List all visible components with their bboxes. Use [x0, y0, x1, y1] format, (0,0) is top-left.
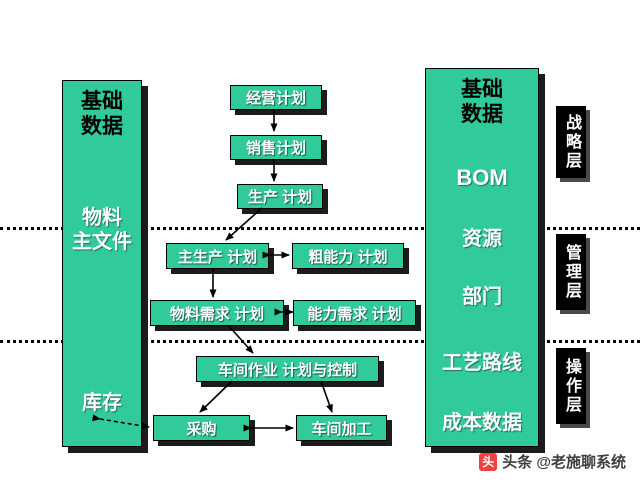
resources-label: 资源: [462, 228, 502, 250]
production-plan-box: 生产 计划: [237, 184, 323, 209]
arrow-shopfloor-to-processing: [320, 380, 333, 413]
layer-divider-strategy-management: [0, 227, 640, 230]
right-panel-title: 基础 数据: [461, 78, 503, 127]
strategy-layer-box: 战略层: [556, 106, 586, 178]
toutiao-logo-icon: 头: [479, 452, 498, 471]
management-layer-box: 管理层: [556, 234, 586, 310]
bom-label: BOM: [456, 165, 508, 190]
business-plan-box: 经营计划: [230, 85, 322, 110]
cost-data-label: 成本数据: [442, 412, 522, 434]
rough-cut-capacity-box: 粗能力 计划: [292, 243, 404, 269]
arrow-shopfloor-to-purchasing: [199, 380, 233, 413]
material-master-label: 物料 主文件: [72, 207, 132, 253]
capacity-requirements-box: 能力需求 计划: [293, 300, 416, 326]
sales-plan-box: 销售计划: [230, 135, 322, 160]
inventory-label: 库存: [82, 392, 122, 414]
departments-label: 部门: [462, 286, 502, 308]
watermark: 头 头条 @老施聊系统: [479, 451, 626, 472]
left-basic-data-panel: 基础 数据 物料 主文件 库存: [62, 80, 142, 447]
arrow-mrp-to-shopfloor: [227, 324, 254, 354]
right-basic-data-panel: 基础 数据 BOM 资源 部门 工艺路线 成本数据: [425, 68, 539, 447]
left-panel-title: 基础 数据: [81, 90, 123, 139]
routing-label: 工艺路线: [442, 352, 522, 374]
shop-processing-box: 车间加工: [296, 415, 387, 441]
material-requirements-box: 物料需求 计划: [150, 300, 284, 326]
shop-floor-control-box: 车间作业 计划与控制: [196, 356, 379, 382]
arrow-production-to-mps: [225, 207, 263, 241]
master-production-schedule-box: 主生产 计划: [166, 243, 269, 269]
layer-divider-management-operation: [0, 340, 640, 343]
watermark-text: 头条 @老施聊系统: [502, 454, 626, 471]
purchasing-box: 采购: [153, 415, 250, 441]
operation-layer-box: 操作层: [556, 348, 586, 424]
